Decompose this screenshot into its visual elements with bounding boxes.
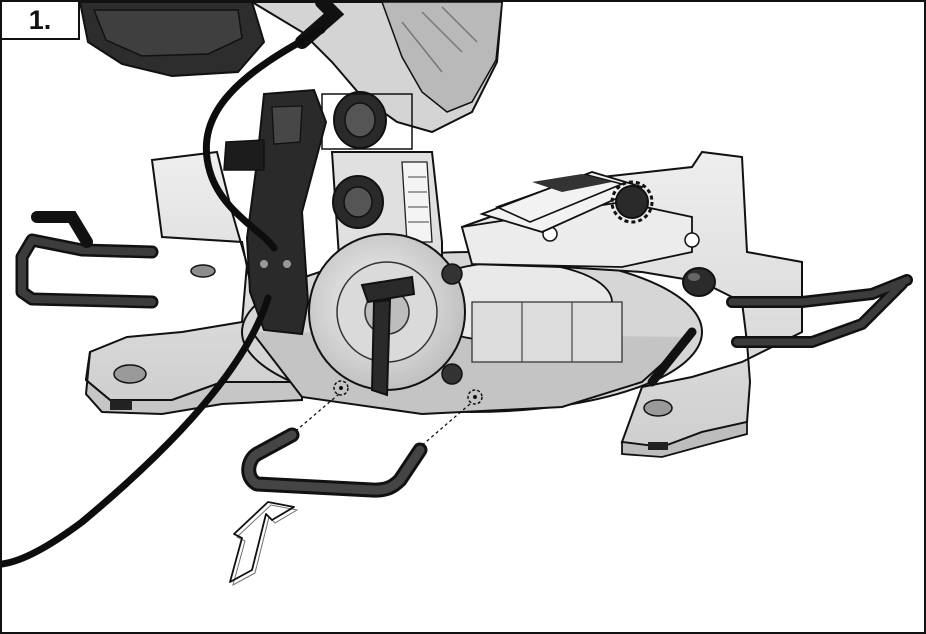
right-locking-knob [682, 267, 716, 297]
fence-frame [479, 171, 654, 233]
u-handle-part [241, 427, 428, 498]
insert-direction-arrow-icon [229, 501, 299, 587]
mounting-hole-left [333, 380, 349, 396]
power-cable [2, 26, 326, 568]
left-side-handle [15, 211, 159, 309]
step-number-label: 1. [2, 2, 80, 40]
mounting-hole-right [467, 389, 483, 405]
bevel-lock-disc [308, 233, 466, 397]
right-side-handle [647, 274, 913, 387]
insertion-guide-left [290, 393, 340, 436]
insertion-guide-right [419, 403, 471, 448]
